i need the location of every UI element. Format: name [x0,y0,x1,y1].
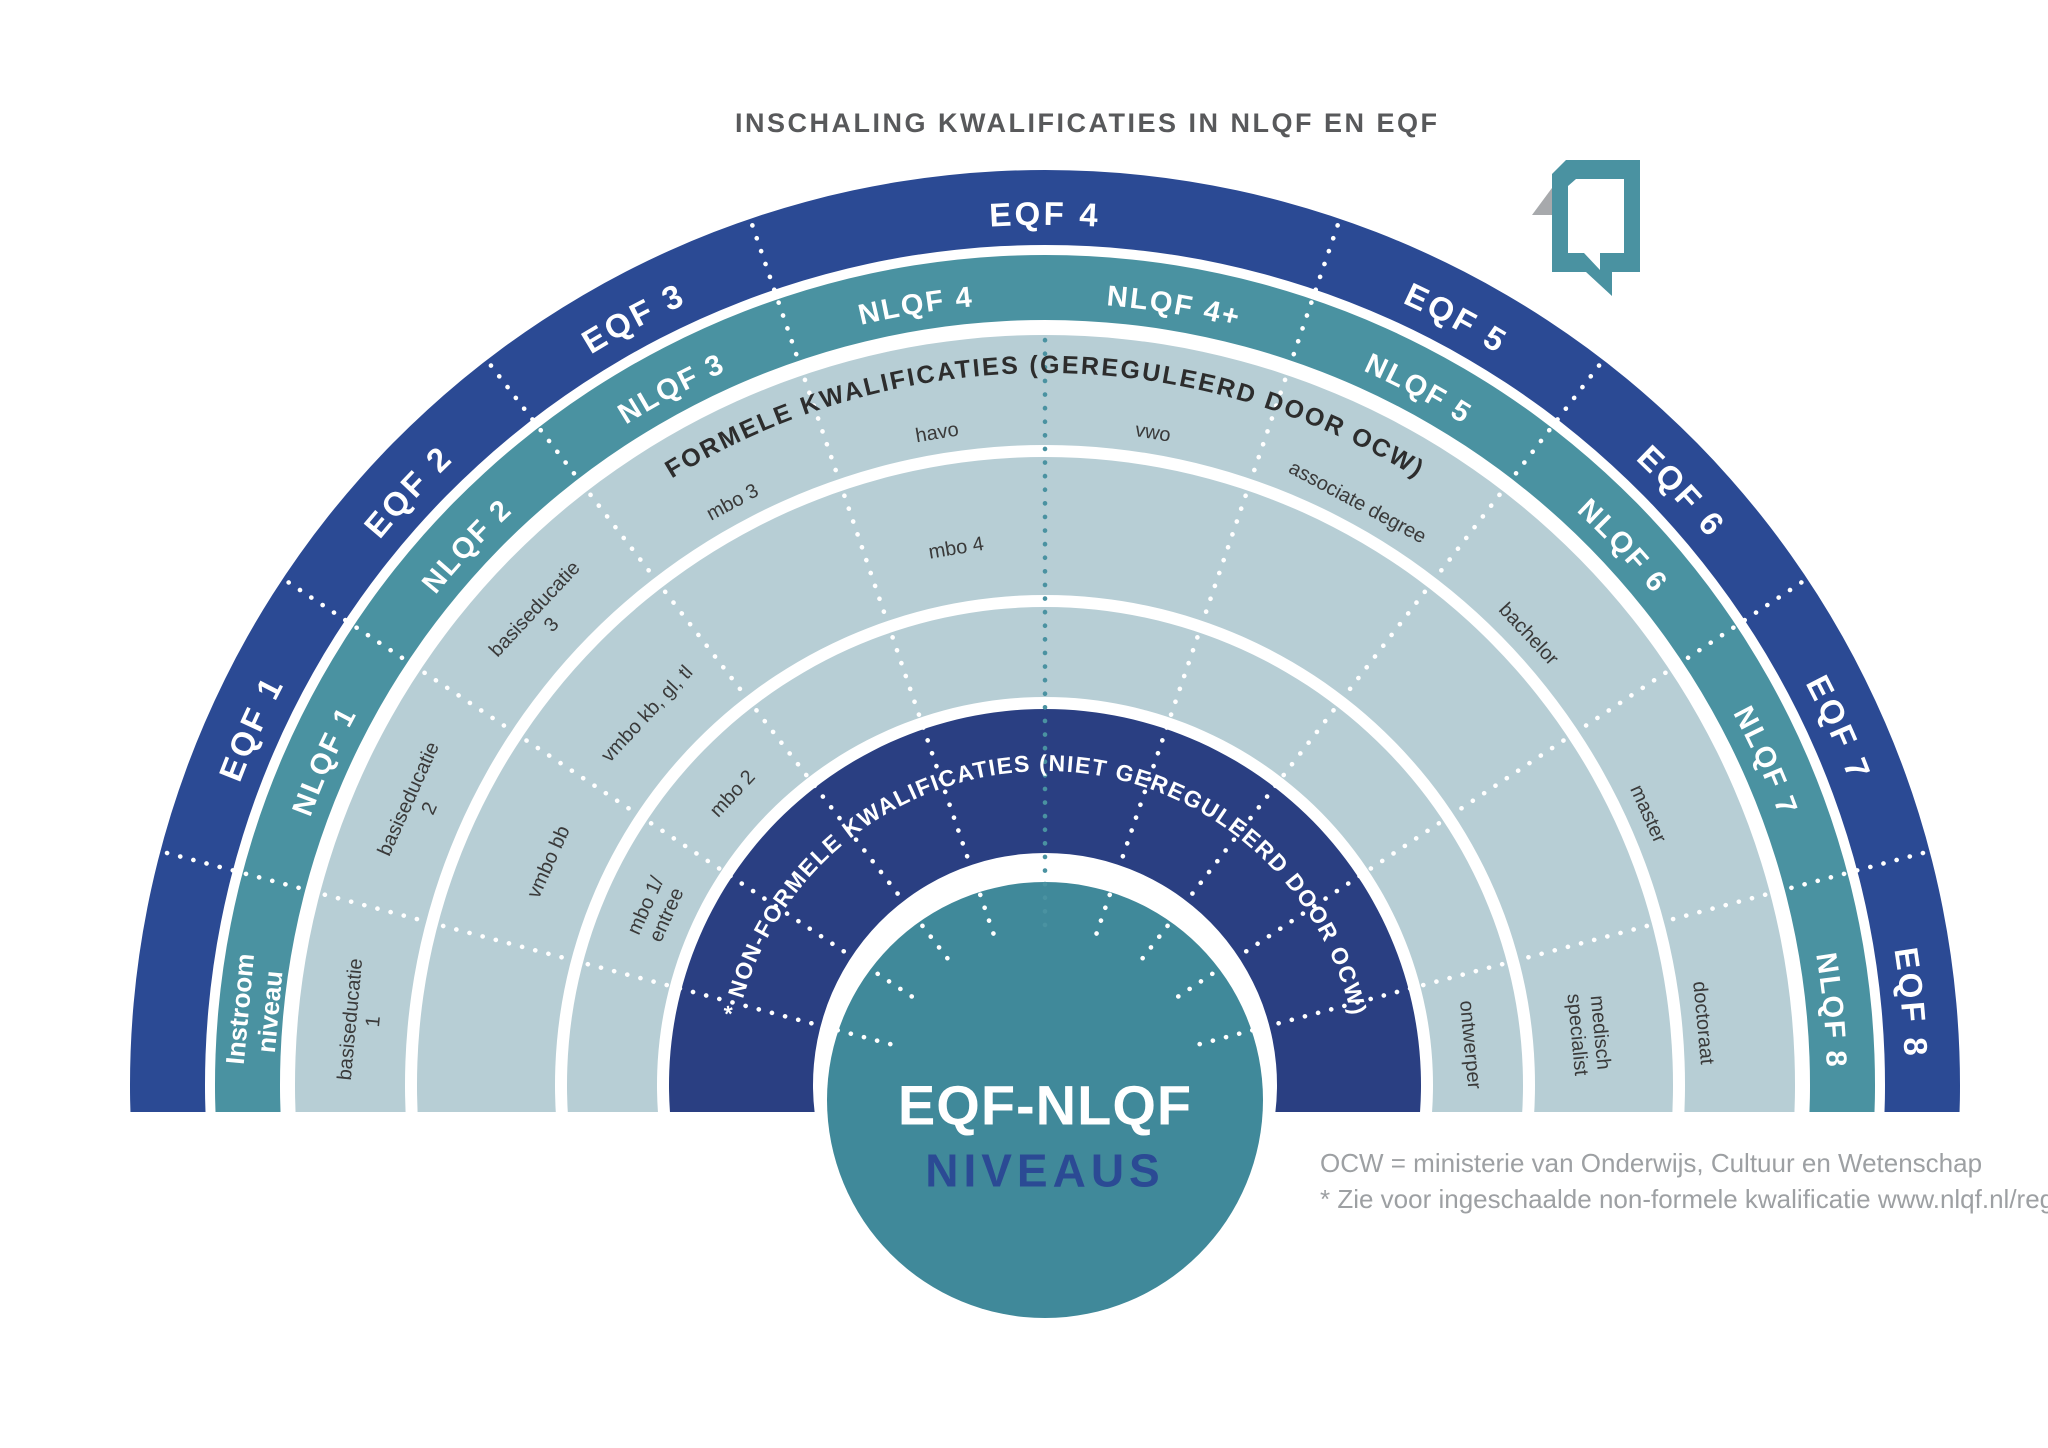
ring-formal-c [566,606,1523,1144]
center-title: EQF-NLQF [897,1073,1193,1137]
qualification-label: medischspecialist [1562,991,1615,1078]
segment-divider-dotted [1175,579,1806,999]
ring-formal-a [295,335,1796,1177]
segment-divider-dotted [1197,850,1928,1047]
center-circle-label: EQF-NLQF NIVEAUS [898,1073,1192,1198]
center-subtitle: NIVEAUS [925,1144,1165,1197]
segment-divider-dotted [487,361,950,961]
segment-divider-dotted [1140,361,1603,961]
eqf-level-label: EQF 4 [988,195,1101,234]
ring-nonformal [669,709,1421,1131]
nlqf-logo-icon [1532,160,1640,296]
nlqf-logo: NLQF Nationaal Coördinatiepunt [1528,152,1948,302]
footnote-register: * Zie voor ingeschaalde non-formele kwal… [1320,1184,2048,1214]
segment-divider-dotted [749,221,996,936]
logo-bubble-inner [1568,179,1624,270]
ring-formal-b [417,457,1673,1162]
center-circle [827,882,1263,1318]
segment-divider-dotted [284,579,915,999]
footnote-ocw: OCW = ministerie van Onderwijs, Cultuur … [1320,1148,1983,1178]
segment-divider-dotted [1094,221,1341,936]
page-title: INSCHALING KWALIFICATIES IN NLQF EN EQF [735,108,1440,138]
segment-divider-dotted [162,850,893,1047]
